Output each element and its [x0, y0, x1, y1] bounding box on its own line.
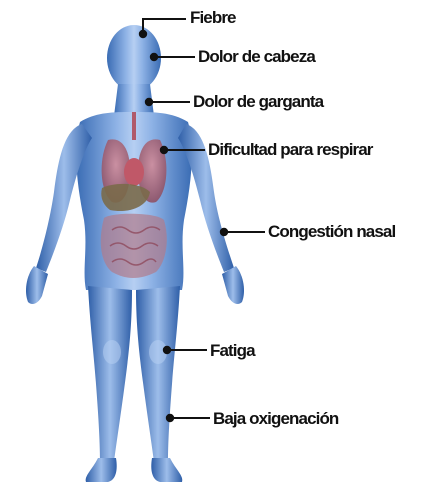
- heart: [124, 158, 144, 186]
- dot-fatiga: [164, 347, 170, 353]
- left-leg: [88, 286, 132, 462]
- dot-dificultad-respirar: [161, 147, 167, 153]
- right-leg: [136, 286, 180, 462]
- label-baja-oxigenacion: Baja oxigenación: [213, 409, 338, 429]
- label-dificultad-para-respirar: Dificultad para respirar: [208, 140, 373, 160]
- label-fatiga: Fatiga: [210, 341, 255, 361]
- left-foot: [86, 458, 117, 482]
- label-dolor-de-cabeza: Dolor de cabeza: [198, 47, 315, 67]
- dot-dolor-cabeza: [151, 54, 157, 60]
- label-dolor-de-garganta: Dolor de garganta: [193, 92, 323, 112]
- dot-dolor-garganta: [146, 99, 152, 105]
- left-knee: [103, 340, 121, 364]
- dot-congestion-nasal: [221, 229, 227, 235]
- left-hand: [26, 266, 48, 304]
- label-congestion-nasal: Congestión nasal: [268, 222, 395, 242]
- right-foot: [151, 458, 182, 482]
- right-hand: [222, 266, 244, 304]
- dot-baja-oxigenacion: [167, 415, 173, 421]
- label-fiebre: Fiebre: [190, 8, 236, 28]
- dot-fiebre: [140, 31, 146, 37]
